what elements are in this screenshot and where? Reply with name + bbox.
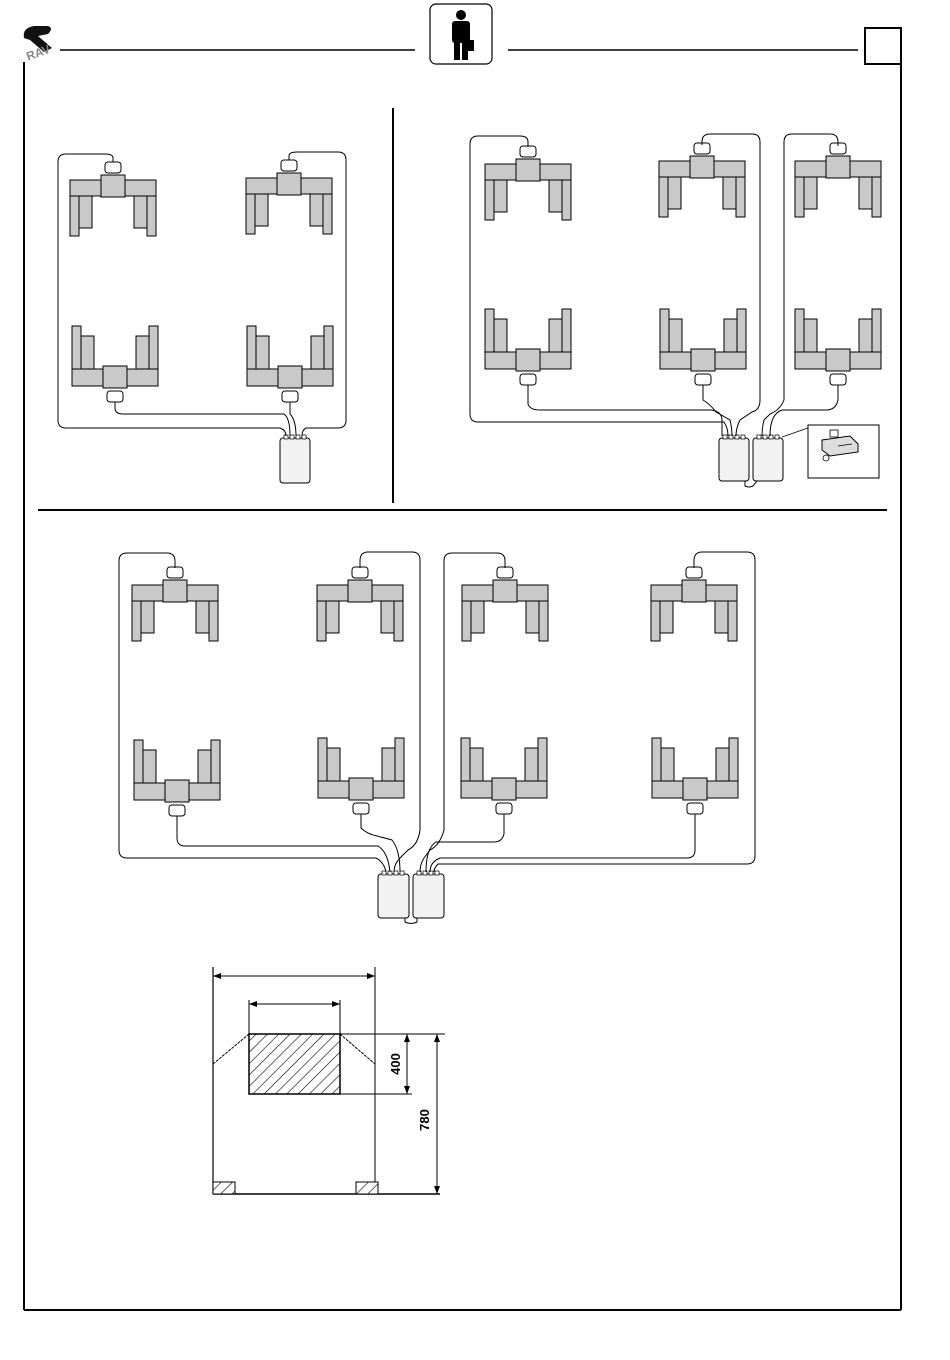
two-column-lift-diagram [58, 152, 346, 483]
column-top [70, 162, 156, 236]
rav-logo: RAV [24, 26, 52, 64]
column-bottom [318, 738, 404, 814]
page-box [865, 28, 901, 64]
hydraulic-hose [470, 136, 728, 436]
hydraulic-hose [115, 402, 290, 436]
column-top [659, 143, 745, 217]
hydraulic-hose [745, 481, 757, 487]
column-bottom [247, 326, 333, 402]
column-top [485, 146, 571, 220]
column-top [317, 567, 403, 641]
column-bottom [134, 740, 220, 816]
column-bottom [485, 309, 571, 385]
hydraulic-power-unit [719, 435, 749, 481]
column-top [246, 160, 332, 234]
column-top [462, 567, 548, 641]
four-column-lift-diagram [119, 552, 755, 924]
pit-area [249, 1034, 340, 1094]
dimension-780-label: 780 [417, 1109, 432, 1131]
floor-pad-right [356, 1182, 378, 1194]
column-top [795, 143, 881, 217]
column-top [651, 567, 737, 641]
column-bottom [72, 326, 158, 402]
column-bottom [461, 738, 547, 814]
hydraulic-power-unit [753, 435, 783, 481]
column-bottom [652, 738, 738, 814]
column-top [132, 567, 218, 641]
hydraulic-hose [405, 918, 417, 924]
hydraulic-hose [430, 814, 695, 872]
hydraulic-hose [290, 402, 296, 436]
hydraulic-power-unit [378, 871, 409, 918]
hydraulic-hose [177, 816, 390, 872]
hydraulic-hose [361, 814, 400, 872]
hydraulic-power-unit [280, 435, 310, 483]
dimension-400-label: 400 [388, 1053, 403, 1075]
svg-text:RAV: RAV [24, 42, 52, 64]
floor-pad-left [213, 1182, 235, 1194]
control-valve-icon [782, 425, 879, 478]
hydraulic-hose [528, 385, 722, 436]
hydraulic-power-unit [413, 871, 444, 918]
column-bottom [660, 309, 746, 385]
person-with-briefcase-icon [430, 4, 492, 64]
floor-footprint-drawing [213, 967, 445, 1194]
column-bottom [795, 309, 881, 385]
